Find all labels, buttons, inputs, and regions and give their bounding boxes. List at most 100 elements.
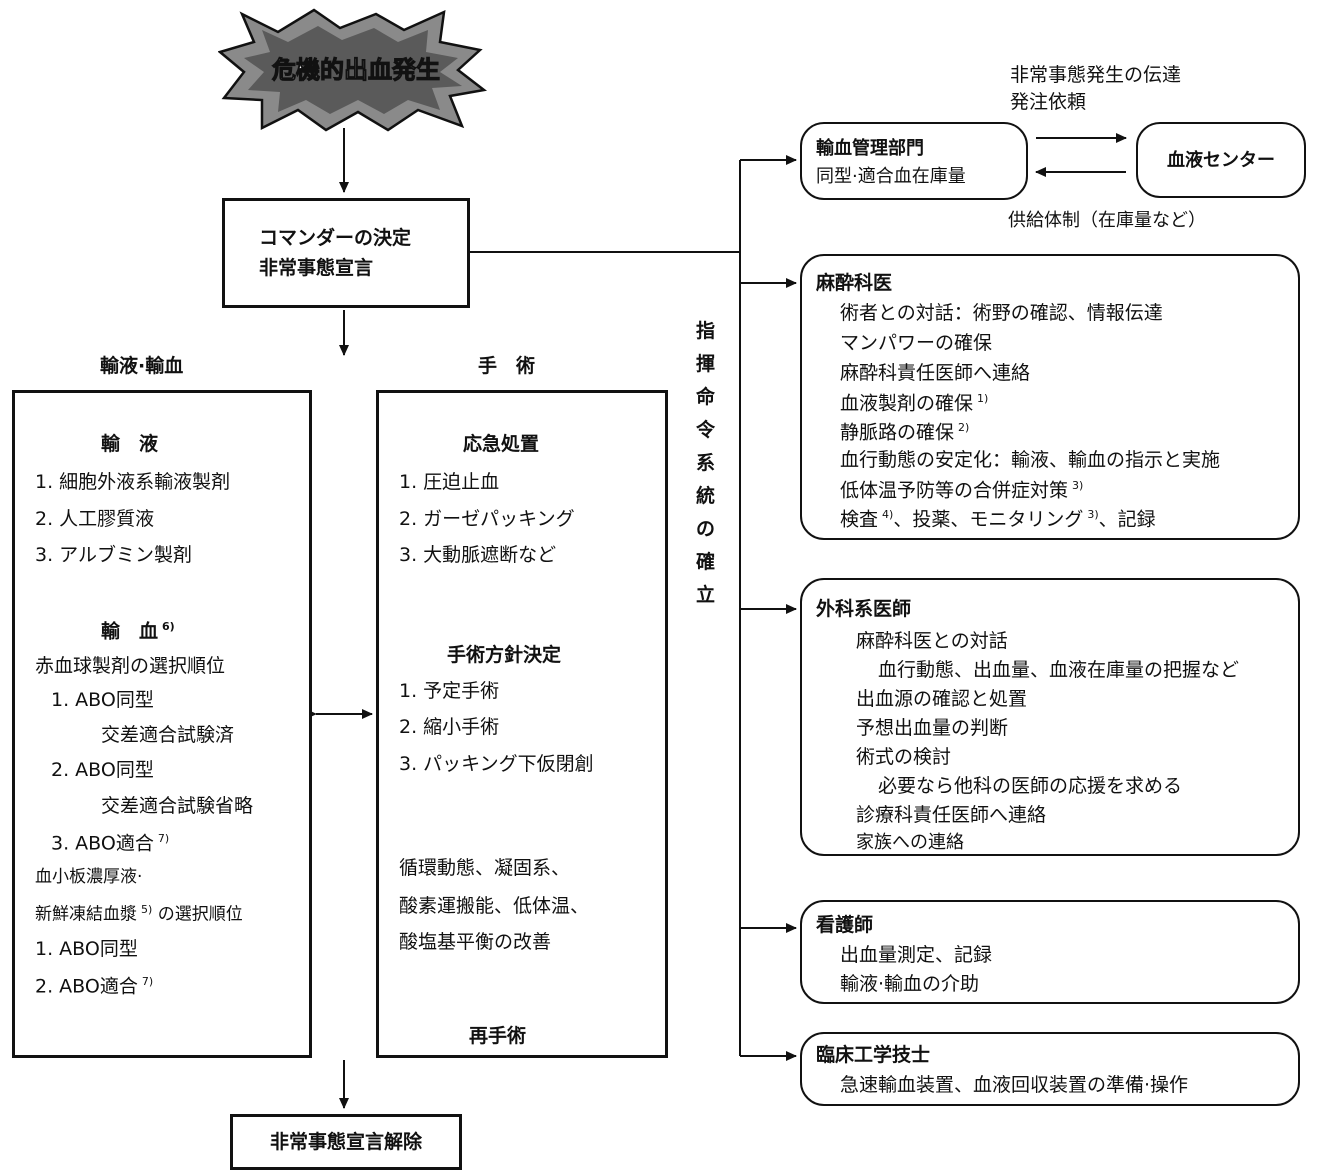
rbc-item3-text: 3. ABO適合: [51, 832, 154, 855]
rbc-item: 1. ABO同型: [51, 689, 154, 711]
surgeon-item: 出血源の確認と処置: [856, 688, 1028, 710]
blood-center-label: 血液センター: [1167, 150, 1275, 171]
command-char: 立: [696, 584, 716, 606]
blood-management-stock: 同型·適合血在庫量: [816, 166, 966, 187]
surgeon-box: 外科系医師 麻酔科医との対話 血行動態、出血量、血液在庫量の把握など 出血源の確…: [800, 578, 1300, 856]
transfusion-note: 6): [162, 620, 175, 633]
surgery-box: 応急処置 1. 圧迫止血 2. ガーゼパッキング 3. 大動脈遮断など 手術方針…: [376, 390, 668, 1058]
engineer-title: 臨床工学技士: [816, 1044, 931, 1066]
burst-shape-icon: [217, 8, 488, 132]
nurse-box: 看護師 出血量測定、記録 輸液·輸血の介助: [800, 900, 1300, 1004]
surgeon-item: 麻酔科医との対話: [856, 630, 1008, 652]
emergency-item: 1. 圧迫止血: [399, 471, 500, 493]
blood-center-box: 血液センター: [1136, 122, 1306, 198]
emergency-item: 2. ガーゼパッキング: [399, 508, 575, 530]
command-char: の: [696, 518, 716, 540]
anesthesiologist-hypo-note: 3): [1072, 479, 1084, 492]
nurse-item: 出血量測定、記録: [840, 944, 993, 966]
plt-heading-line1: 血小板濃厚液·: [35, 867, 143, 887]
anesthesiologist-exam-rest: 、投薬、モニタリング: [893, 508, 1084, 531]
commander-line1: コマンダーの決定: [259, 227, 412, 249]
rbc-heading: 赤血球製剤の選択順位: [35, 655, 226, 677]
surgeon-title: 外科系医師: [816, 598, 912, 620]
anesthesiologist-item: 血行動態の安定化：輸液、輸血の指示と実施: [840, 449, 1221, 471]
commander-box: コマンダーの決定 非常事態宣言: [222, 198, 470, 308]
from-center-label: 供給体制（在庫量など）: [1008, 210, 1206, 231]
surgery-column-header: 手 術: [478, 355, 536, 377]
command-char: 指: [696, 320, 716, 342]
anesthesiologist-exam-note: 4): [882, 508, 894, 521]
anesthesiologist-title: 麻酔科医: [816, 272, 893, 294]
anesthesiologist-monitor-note: 3): [1087, 508, 1099, 521]
nurse-title: 看護師: [816, 914, 874, 936]
plt-item2-text: 2. ABO適合: [35, 975, 138, 998]
rbc-item-sub: 交差適合試験省略: [101, 795, 254, 817]
transfusion-title-text: 輸 血: [101, 620, 159, 643]
policy-item: 2. 縮小手術: [399, 716, 500, 738]
anesthesiologist-blood-note: 1): [977, 392, 989, 405]
nurse-item: 輸液·輸血の介助: [840, 973, 980, 995]
commander-line2: 非常事態宣言: [259, 257, 374, 279]
infusion-title: 輸 液: [101, 433, 159, 455]
left-column-header: 輸液·輸血: [100, 355, 184, 377]
anesthesiologist-blood-text: 血液製剤の確保: [840, 392, 974, 415]
rbc-item-sub: 交差適合試験済: [101, 724, 235, 746]
emergency-treatment-title: 応急処置: [463, 433, 540, 455]
improvement-line: 循環動態、凝固系、: [399, 857, 571, 879]
surgeon-item: 必要なら他科の医師の応援を求める: [878, 775, 1183, 797]
infusion-item: 3. アルブミン製剤: [35, 544, 192, 566]
policy-item: 1. 予定手術: [399, 680, 500, 702]
anesthesiologist-item: 麻酔科責任医師へ連絡: [840, 362, 1031, 384]
plt-heading-line2: 新鮮凍結血漿 5) の選択順位: [35, 904, 243, 924]
blood-management-box: 輸血管理部門 同型·適合血在庫量: [800, 122, 1028, 200]
blood-management-title: 輸血管理部門: [816, 138, 924, 159]
anesthesiologist-iv-text: 静脈路の確保: [840, 421, 955, 444]
command-char: 統: [696, 485, 716, 507]
plt-item2-note: 7): [141, 975, 154, 988]
surgeon-item: 術式の検討: [856, 746, 952, 768]
rbc-item3-note: 7): [157, 832, 170, 845]
command-char: 揮: [696, 353, 716, 375]
emergency-item: 3. 大動脈遮断など: [399, 544, 557, 566]
infusion-item: 2. 人工膠質液: [35, 508, 155, 530]
release-box: 非常事態宣言解除: [230, 1114, 462, 1170]
command-char: 令: [696, 419, 716, 441]
emergency-burst: 危機的出血発生: [217, 8, 488, 134]
plt-heading-note: 5): [141, 903, 153, 916]
engineer-box: 臨床工学技士 急速輸血装置、血液回収装置の準備·操作: [800, 1032, 1300, 1106]
anesthesiologist-item: 術者との対話：術野の確認、情報伝達: [840, 302, 1163, 324]
rbc-item: 2. ABO同型: [51, 759, 154, 781]
anesthesiologist-hypo-text: 低体温予防等の合併症対策: [840, 479, 1069, 502]
reoperation-label: 再手術: [469, 1025, 527, 1047]
plt-item: 1. ABO同型: [35, 938, 138, 960]
policy-item: 3. パッキング下仮閉創: [399, 753, 594, 775]
infusion-item: 1. 細胞外液系輸液製剤: [35, 471, 231, 493]
anesthesiologist-box: 麻酔科医 術者との対話：術野の確認、情報伝達 マンパワーの確保 麻酔科責任医師へ…: [800, 254, 1300, 540]
policy-title: 手術方針決定: [447, 644, 562, 666]
release-label: 非常事態宣言解除: [269, 1131, 422, 1153]
command-char: 確: [696, 551, 716, 573]
anesthesiologist-exam-text: 検査: [840, 508, 879, 531]
anesthesiologist-item: マンパワーの確保: [840, 332, 993, 354]
surgeon-item: 予想出血量の判断: [856, 717, 1009, 739]
burst-label: 危機的出血発生: [272, 56, 441, 84]
plt-heading-tail: の選択順位: [152, 904, 243, 925]
anesthesiologist-iv-note: 2): [958, 421, 970, 434]
command-char: 命: [696, 386, 716, 408]
command-char: 系: [696, 452, 716, 474]
infusion-transfusion-box: 輸 液 1. 細胞外液系輸液製剤 2. 人工膠質液 3. アルブミン製剤 輸 血…: [12, 390, 312, 1058]
plt-heading-text: 新鮮凍結血漿: [35, 904, 137, 925]
anesthesiologist-exam-tail: 、記録: [1098, 508, 1156, 531]
surgeon-item: 診療科責任医師へ連絡: [856, 804, 1047, 826]
improvement-line: 酸塩基平衡の改善: [399, 931, 552, 953]
to-center-line1: 非常事態発生の伝達: [1010, 64, 1182, 86]
surgeon-item: 血行動態、出血量、血液在庫量の把握など: [878, 659, 1240, 681]
engineer-item: 急速輸血装置、血液回収装置の準備·操作: [840, 1074, 1189, 1096]
